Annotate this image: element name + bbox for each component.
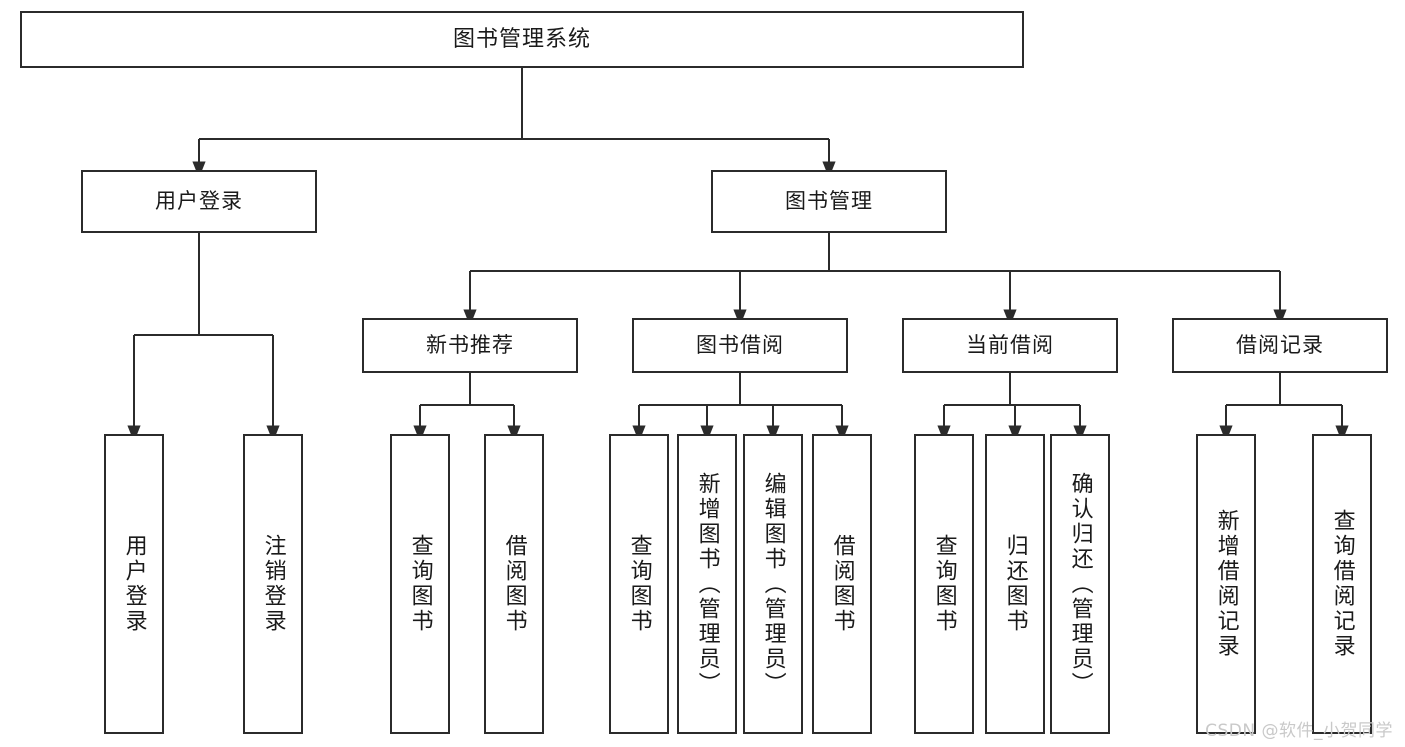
node-borrow-record[interactable]: 借阅记录 <box>1172 318 1388 373</box>
node-label: 新书推荐 <box>426 333 514 358</box>
node-root[interactable]: 图书管理系统 <box>20 11 1024 68</box>
node-label: 图书借阅 <box>696 333 784 358</box>
node-user-login[interactable]: 用户登录 <box>81 170 317 233</box>
node-label: 当前借阅 <box>966 333 1054 358</box>
node-leaf-cur-return[interactable]: 归还图书 <box>985 434 1045 734</box>
node-leaf-borrow-add[interactable]: 新增图书（管理员） <box>677 434 737 734</box>
node-leaf-rec-query[interactable]: 查询图书 <box>390 434 450 734</box>
node-label: 借阅图书 <box>829 534 855 634</box>
node-leaf-rec-search[interactable]: 查询借阅记录 <box>1312 434 1372 734</box>
node-label: 确认归还（管理员） <box>1067 471 1093 697</box>
tree-edges <box>127 68 1349 443</box>
node-leaf-cur-confirm[interactable]: 确认归还（管理员） <box>1050 434 1110 734</box>
node-label: 新增图书（管理员） <box>694 471 720 697</box>
node-label: 图书管理系统 <box>452 26 591 52</box>
node-label: 查询图书 <box>626 534 652 634</box>
node-label: 查询借阅记录 <box>1329 509 1355 659</box>
node-book-manage[interactable]: 图书管理 <box>711 170 947 233</box>
node-label: 用户登录 <box>121 534 147 634</box>
node-label: 图书管理 <box>785 189 873 214</box>
node-leaf-borrow-lend[interactable]: 借阅图书 <box>812 434 872 734</box>
node-leaf-user-login[interactable]: 用户登录 <box>104 434 164 734</box>
node-current-borrow[interactable]: 当前借阅 <box>902 318 1118 373</box>
node-label: 新增借阅记录 <box>1213 509 1239 659</box>
node-label: 借阅图书 <box>501 534 527 634</box>
node-leaf-rec-borrow[interactable]: 借阅图书 <box>484 434 544 734</box>
node-leaf-borrow-edit[interactable]: 编辑图书（管理员） <box>743 434 803 734</box>
node-new-book-rec[interactable]: 新书推荐 <box>362 318 578 373</box>
node-label: 查询图书 <box>931 534 957 634</box>
node-label: 查询图书 <box>407 534 433 634</box>
node-leaf-rec-add[interactable]: 新增借阅记录 <box>1196 434 1256 734</box>
node-label: 注销登录 <box>260 534 286 634</box>
node-label: 用户登录 <box>155 189 243 214</box>
node-leaf-cur-query[interactable]: 查询图书 <box>914 434 974 734</box>
node-leaf-user-logout[interactable]: 注销登录 <box>243 434 303 734</box>
node-label: 编辑图书（管理员） <box>760 471 786 697</box>
node-label: 归还图书 <box>1002 534 1028 634</box>
node-leaf-borrow-query[interactable]: 查询图书 <box>609 434 669 734</box>
node-label: 借阅记录 <box>1236 333 1324 358</box>
node-book-borrow[interactable]: 图书借阅 <box>632 318 848 373</box>
